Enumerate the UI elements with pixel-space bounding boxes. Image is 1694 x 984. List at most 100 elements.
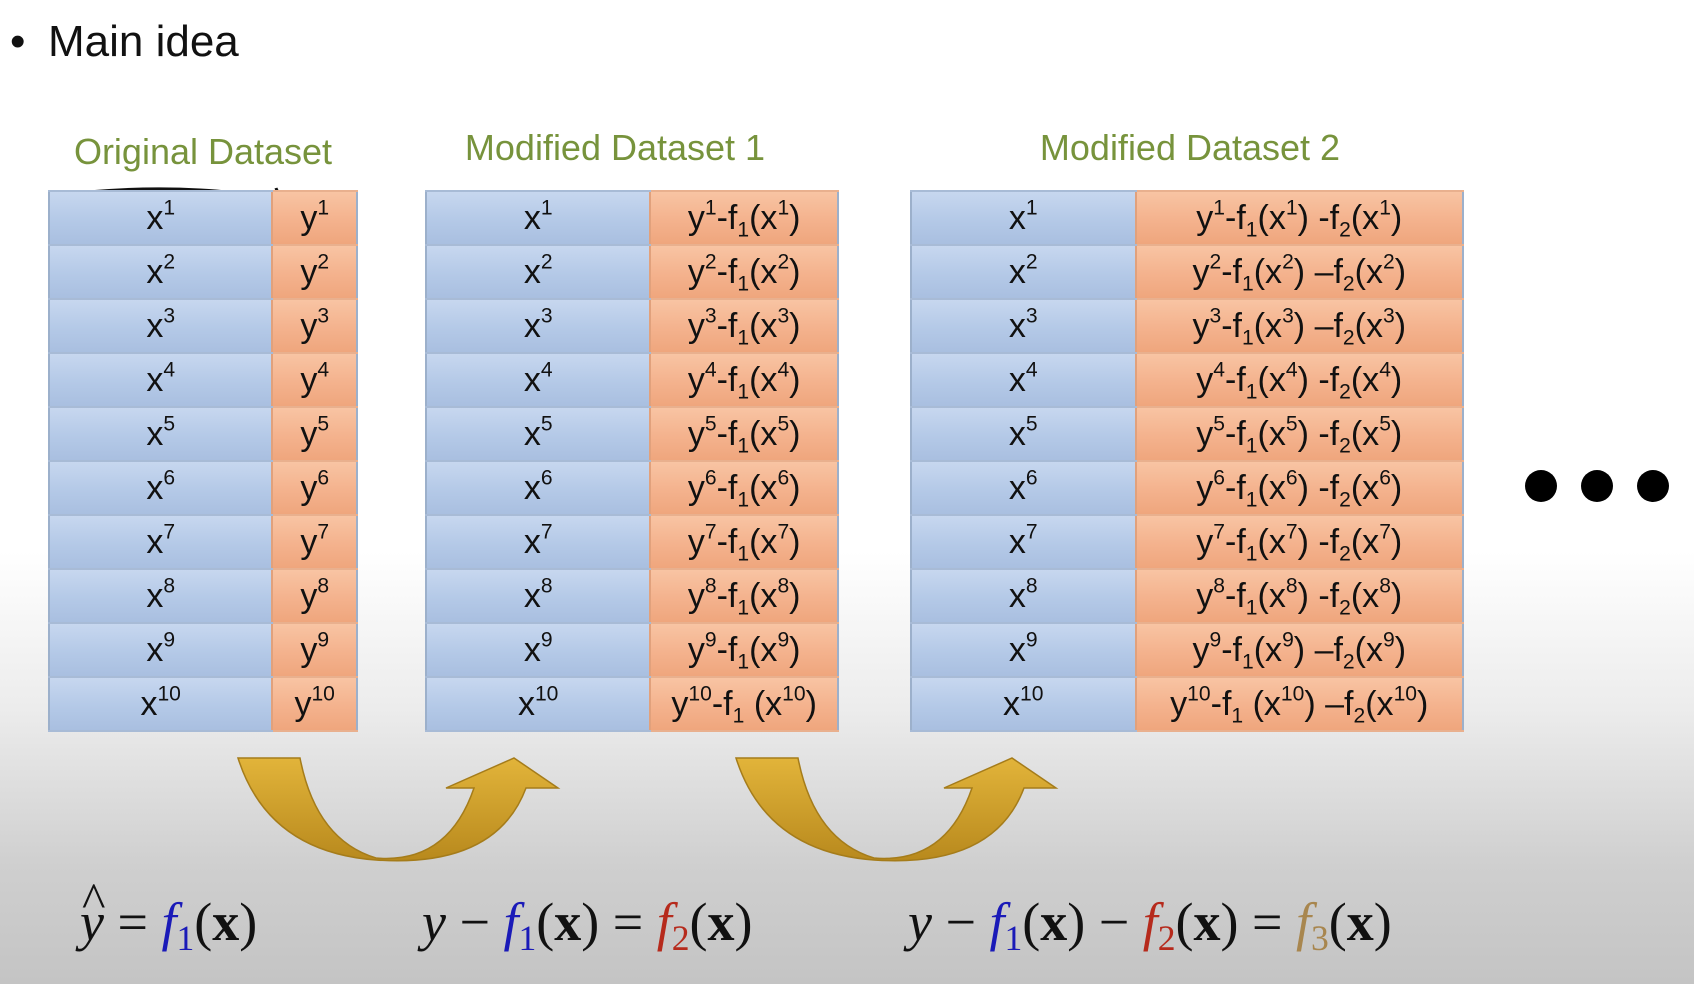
x-index: 3 <box>1025 303 1038 327</box>
y-expr-part: y <box>300 630 318 669</box>
x-cell: x4 <box>911 352 1136 408</box>
y-expr-part: y <box>1196 414 1214 453</box>
function-index: 2 <box>671 917 690 958</box>
function-index: 1 <box>1004 917 1023 958</box>
x-cell: x9 <box>49 622 273 678</box>
y-cell: y9-f1(x9) –f2(x9) <box>1134 622 1463 678</box>
y-expr-part: (x <box>749 360 778 399</box>
y-expr-part: (x <box>744 684 783 723</box>
x-cell: x10 <box>911 676 1136 732</box>
x-base: x <box>523 360 541 399</box>
y-expr-part: 1 <box>737 595 750 619</box>
equation-f1: ^y = f1(x) <box>80 872 257 956</box>
y-expr-part: 5 <box>317 411 330 435</box>
y-expr-part: 9 <box>1382 627 1395 651</box>
y-expr-part: ) –f <box>1304 684 1354 723</box>
y-expr-part: y <box>1192 630 1210 669</box>
equation-function-f2: f2 <box>656 892 690 956</box>
y-expr-part: 2 <box>1282 249 1294 273</box>
y-cell: y4-f1(x4) -f2(x4) <box>1134 352 1463 408</box>
y-expr-part: 8 <box>1213 573 1225 597</box>
equation-symbol: ( <box>536 892 555 952</box>
x-cell: x6 <box>426 460 651 516</box>
modified-dataset-1-title: Modified Dataset 1 <box>464 127 766 168</box>
y-expr-part: y <box>300 198 318 237</box>
y-expr-part: (x <box>1257 468 1286 507</box>
x-cell: x3 <box>49 298 273 354</box>
equation-symbol: ( <box>1022 892 1041 952</box>
x-index: 5 <box>163 411 176 435</box>
y-expr-part: ) <box>789 360 801 399</box>
y-expr-part: 8 <box>777 573 790 597</box>
y-expr-part: (x <box>749 630 778 669</box>
y-expr-part: 3 <box>1282 303 1294 327</box>
x-cell: x5 <box>911 406 1136 462</box>
x-index: 8 <box>1025 573 1038 597</box>
y-cell: y1 <box>271 190 357 246</box>
x-index: 3 <box>163 303 176 327</box>
x-index: 10 <box>534 681 559 705</box>
equation-symbol: − <box>931 892 990 952</box>
x-cell: x10 <box>426 676 651 732</box>
y-expr-part: -f <box>716 360 738 399</box>
function-name: f <box>161 892 177 952</box>
y-expr-part: 6 <box>1213 465 1225 489</box>
y-expr-part: 1 <box>1245 595 1258 619</box>
x-index: 9 <box>163 627 176 651</box>
x-index: 10 <box>1020 681 1044 705</box>
y-expr-part: 4 <box>704 357 717 381</box>
y-expr-part: ) <box>1394 630 1407 669</box>
function-name: f <box>1142 892 1158 952</box>
y-expr-part: 5 <box>704 411 717 435</box>
x-cell: x1 <box>49 190 273 246</box>
y-expr-part: 5 <box>1379 411 1391 435</box>
x-base: x <box>146 576 164 615</box>
y-expr-part: -f <box>1221 252 1242 291</box>
y-expr-part: -f <box>1225 522 1246 561</box>
x-base: x <box>146 414 164 453</box>
y-expr-part: ) <box>1394 252 1407 291</box>
y-expr-part: -f <box>716 252 738 291</box>
y-expr-part: (x <box>749 468 778 507</box>
y-expr-part: y <box>687 306 705 345</box>
x-cell: x2 <box>911 244 1136 300</box>
y-expr-part: 4 <box>777 357 790 381</box>
y-expr-part: 4 <box>317 357 330 381</box>
equation-function-f2: f2 <box>1142 892 1176 956</box>
y-expr-part: ) <box>1390 522 1403 561</box>
y-cell: y4 <box>271 352 357 408</box>
equation-symbol: − <box>1085 892 1143 952</box>
x-base: x <box>1008 198 1026 237</box>
y-expr-part: (x <box>1354 630 1383 669</box>
y-expr-part: (x <box>1350 468 1380 507</box>
equation-variable: y <box>908 892 932 952</box>
x-base: x <box>146 468 164 507</box>
x-base: x <box>1003 684 1021 723</box>
x-base: x <box>523 630 541 669</box>
y-expr-part: 9 <box>1209 627 1222 651</box>
y-cell: y10-f1 (x10) <box>649 676 838 732</box>
y-expr-part: 4 <box>1285 357 1298 381</box>
y-cell: y7-f1(x7) -f2(x7) <box>1134 514 1463 570</box>
y-expr-part: ) <box>789 252 801 291</box>
y-expr-part: 1 <box>317 195 330 219</box>
y-expr-part: y <box>687 198 705 237</box>
y-expr-part: -f <box>716 306 738 345</box>
y-expr-part: 8 <box>704 573 717 597</box>
y-cell: y10 <box>271 676 357 732</box>
x-cell: x5 <box>49 406 273 462</box>
y-expr-part: -f <box>716 414 738 453</box>
ellipsis-dot <box>1525 470 1557 502</box>
function-name: f <box>656 892 672 952</box>
hat-icon: ^ <box>82 872 106 928</box>
